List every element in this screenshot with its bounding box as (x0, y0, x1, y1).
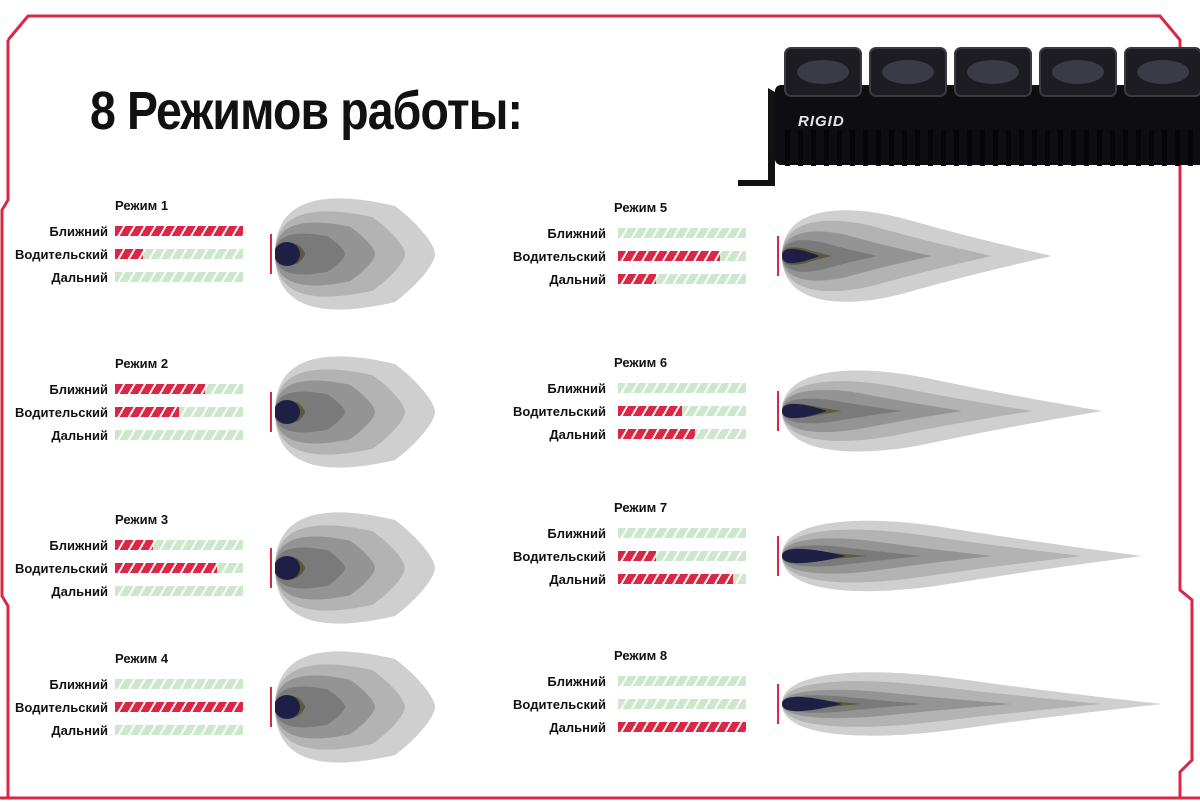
level-bar-high (115, 586, 243, 596)
mode-row-label-driving: Водительский (15, 700, 108, 715)
mode-title: Режим 8 (614, 648, 668, 663)
beam-origin-marker (777, 236, 779, 276)
beam-core (275, 242, 300, 266)
mode-row-label-driving: Водительский (513, 697, 606, 712)
beam-origin-marker (777, 684, 779, 724)
mode-row-label-high: Дальний (549, 720, 606, 735)
mode-title: Режим 4 (115, 651, 169, 666)
mode-row-label-low: Ближний (49, 538, 108, 553)
beam-pattern (275, 356, 435, 468)
mode-row-label-high: Дальний (549, 272, 606, 287)
mode-title: Режим 5 (614, 200, 668, 215)
beam-core (275, 695, 300, 719)
mode-row-label-driving: Водительский (513, 404, 606, 419)
level-bar-fill (618, 274, 657, 284)
brand-logo: RIGID (798, 113, 845, 130)
level-bar-high (115, 725, 243, 735)
mode-row-label-low: Ближний (49, 382, 108, 397)
level-bar-fill (618, 406, 682, 416)
level-bar-driving (115, 407, 243, 417)
beam-origin-marker (270, 234, 272, 274)
level-bar-fill (618, 574, 734, 584)
level-bar-driving (115, 563, 243, 573)
beam-origin-marker (777, 536, 779, 576)
beam-pattern (782, 520, 1142, 592)
mode-row-label-low: Ближний (547, 381, 606, 396)
mode-row-label-low: Ближний (49, 224, 108, 239)
mode-row-label-driving: Водительский (15, 247, 108, 262)
level-bar-fill (115, 249, 144, 259)
level-bar-driving (115, 249, 243, 259)
beam-core (782, 248, 820, 264)
beam-origin-marker (270, 687, 272, 727)
level-bar-low (115, 679, 243, 689)
level-bar-low (618, 228, 746, 238)
level-bar-high (618, 722, 746, 732)
mode-row-label-driving: Водительский (15, 561, 108, 576)
level-bar-low (618, 383, 746, 393)
level-bar-fill (618, 551, 657, 561)
mode-row-label-low: Ближний (49, 677, 108, 692)
level-bar-fill (115, 540, 154, 550)
level-bar-driving (618, 251, 746, 261)
mode-row-label-driving: Водительский (513, 249, 606, 264)
beam-core (782, 403, 827, 419)
level-bar-low (115, 540, 243, 550)
level-bar-driving (618, 406, 746, 416)
level-bar-fill (618, 429, 695, 439)
level-bar-fill (115, 563, 218, 573)
level-bar-fill (115, 384, 205, 394)
mode-row-label-low: Ближний (547, 674, 606, 689)
mode-title: Режим 1 (115, 198, 169, 213)
mode-row-label-high: Дальний (51, 428, 108, 443)
level-bar-fill (115, 226, 243, 236)
mode-title: Режим 2 (115, 356, 169, 371)
level-bar-high (618, 429, 746, 439)
level-bar-driving (618, 551, 746, 561)
level-bar-high (618, 574, 746, 584)
level-bar-high (618, 274, 746, 284)
beam-pattern (782, 370, 1102, 452)
mode-title: Режим 6 (614, 355, 668, 370)
page-title: 8 Режимов работы: (90, 81, 523, 141)
level-bar-low (115, 384, 243, 394)
mode-row-label-driving: Водительский (15, 405, 108, 420)
level-bar-fill (618, 251, 721, 261)
beam-origin-marker (270, 392, 272, 432)
mode-row-label-high: Дальний (549, 572, 606, 587)
level-bar-fill (618, 722, 746, 732)
mode-row-label-high: Дальний (51, 723, 108, 738)
mode-row-label-high: Дальний (549, 427, 606, 442)
level-bar-low (115, 226, 243, 236)
mode-row-label-driving: Водительский (513, 549, 606, 564)
beam-pattern (275, 198, 435, 310)
mode-row-label-high: Дальний (51, 584, 108, 599)
mode-row-label-low: Ближний (547, 226, 606, 241)
level-bar-low (618, 676, 746, 686)
beam-origin-marker (270, 548, 272, 588)
beam-core (275, 400, 300, 424)
level-bar-low (618, 528, 746, 538)
mode-row-label-high: Дальний (51, 270, 108, 285)
mode-title: Режим 7 (614, 500, 668, 515)
beam-pattern (782, 672, 1162, 736)
beam-origin-marker (777, 391, 779, 431)
beam-core (782, 548, 846, 564)
beam-core (275, 556, 300, 580)
beam-pattern (782, 210, 1052, 302)
level-bar-high (115, 430, 243, 440)
level-bar-fill (115, 407, 179, 417)
beam-pattern (275, 651, 435, 763)
level-bar-fill (115, 702, 243, 712)
light-bar-image: RIGID (738, 47, 1200, 186)
beam-core (782, 696, 842, 712)
level-bar-driving (115, 702, 243, 712)
beam-pattern (275, 512, 435, 624)
level-bar-driving (618, 699, 746, 709)
mode-title: Режим 3 (115, 512, 169, 527)
mode-row-label-low: Ближний (547, 526, 606, 541)
level-bar-high (115, 272, 243, 282)
